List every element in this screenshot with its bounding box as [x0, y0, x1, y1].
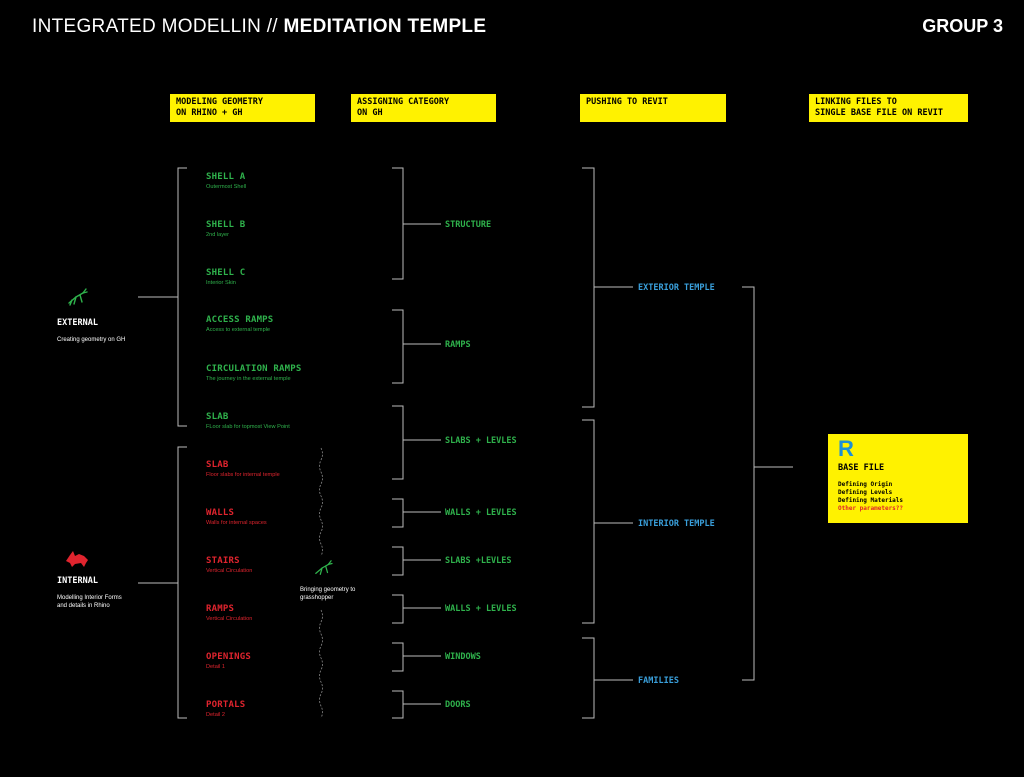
internal-title: INTERNAL	[57, 576, 98, 586]
item-title: RAMPS	[206, 604, 235, 614]
list-item: SHELL A Outermost Shell	[206, 172, 246, 190]
item-subtitle: Floor slabs for internal temple	[206, 472, 280, 478]
base-file-extra: Other parameters??	[838, 505, 904, 512]
category-structure: STRUCTURE	[445, 220, 492, 230]
item-title: ACCESS RAMPS	[206, 315, 274, 325]
item-title: SHELL A	[206, 172, 246, 182]
item-subtitle: Vertical Circulation	[206, 568, 253, 574]
base-file-item: Defining Origin	[838, 481, 893, 488]
list-item: SLAB FLoor slab for topmost View Point	[206, 412, 290, 430]
list-item: SHELL C Interior Skin	[206, 268, 245, 286]
item-subtitle: FLoor slab for topmost View Point	[206, 424, 290, 430]
base-file-card: R BASE FILE Defining Origin Defining Lev…	[828, 434, 968, 523]
item-subtitle: Walls for internal spaces	[206, 520, 267, 526]
list-item: OPENINGS Detail 1	[206, 652, 251, 670]
group-label: GROUP 3	[922, 16, 1003, 36]
grasshopper-icon	[315, 560, 333, 575]
item-title: SLAB	[206, 460, 229, 470]
item-title: OPENINGS	[206, 652, 251, 662]
base-file-item: Defining Levels	[838, 489, 893, 496]
item-subtitle: Access to external temple	[206, 327, 271, 333]
grasshopper-icon	[68, 288, 88, 306]
item-subtitle: Detail 2	[206, 712, 225, 718]
category-slabs-levels: SLABS + LEVLES	[445, 436, 517, 446]
title-prefix: INTEGRATED MODELLIN //	[32, 16, 284, 37]
base-file-item: Defining Materials	[838, 497, 904, 504]
list-item: CIRCULATION RAMPS The journey in the ext…	[206, 364, 302, 382]
category-windows: WINDOWS	[445, 652, 481, 662]
base-file-title: BASE FILE	[838, 463, 885, 473]
item-title: SHELL B	[206, 220, 246, 230]
item-subtitle: The journey in the external temple	[206, 376, 291, 382]
revit-exterior-temple: EXTERIOR TEMPLE	[638, 283, 715, 293]
item-title: CIRCULATION RAMPS	[206, 364, 302, 374]
list-item: RAMPS Vertical Circulation	[206, 604, 252, 622]
transfer-note: Bringing geometry to grasshopper	[300, 587, 356, 601]
item-title: SHELL C	[206, 268, 246, 278]
category-walls-levels: WALLS + LEVLES	[445, 508, 517, 518]
category-slabs-levels-2: SLABS +LEVLES	[445, 556, 512, 566]
revit-logo-icon: R	[838, 436, 854, 461]
item-subtitle: Vertical Circulation	[206, 616, 253, 622]
item-title: WALLS	[206, 508, 235, 518]
list-item: STAIRS Vertical Circulation	[206, 556, 252, 574]
list-item: SHELL B 2nd layer	[206, 220, 245, 238]
list-item: WALLS Walls for internal spaces	[206, 508, 267, 526]
item-subtitle: 2nd layer	[206, 232, 230, 238]
item-title: SLAB	[206, 412, 229, 422]
internal-desc: Modelling Interior Forms and details in …	[57, 595, 122, 609]
item-subtitle: Interior Skin	[206, 280, 236, 286]
base-file-list: Defining Origin Defining Levels Defining…	[838, 481, 958, 513]
header-pushing: PUSHING TO REVIT	[580, 94, 726, 122]
item-title: PORTALS	[206, 700, 246, 710]
item-subtitle: Detail 1	[206, 664, 225, 670]
list-item: ACCESS RAMPS Access to external temple	[206, 315, 273, 333]
header-linking: LINKING FILES TO SINGLE BASE FILE ON REV…	[809, 94, 968, 122]
page-title: INTEGRATED MODELLIN // MEDITATION TEMPLE	[32, 16, 486, 38]
external-desc: Creating geometry on GH	[57, 337, 126, 343]
category-doors: DOORS	[445, 700, 471, 710]
header-modeling: MODELING GEOMETRY ON RHINO + GH	[170, 94, 315, 122]
title-main: MEDITATION TEMPLE	[283, 16, 487, 37]
item-subtitle: Outermost Shell	[206, 184, 247, 190]
category-walls-levels-2: WALLS + LEVLES	[445, 604, 517, 614]
category-ramps: RAMPS	[445, 340, 471, 350]
rhino-icon	[66, 551, 88, 567]
external-title: EXTERNAL	[57, 318, 98, 328]
list-item: SLAB Floor slabs for internal temple	[206, 460, 280, 478]
revit-interior-temple: INTERIOR TEMPLE	[638, 519, 715, 529]
header-assigning: ASSIGNING CATEGORY ON GH	[351, 94, 496, 122]
revit-families: FAMILIES	[638, 676, 679, 686]
item-title: STAIRS	[206, 556, 240, 566]
list-item: PORTALS Detail 2	[206, 700, 245, 718]
